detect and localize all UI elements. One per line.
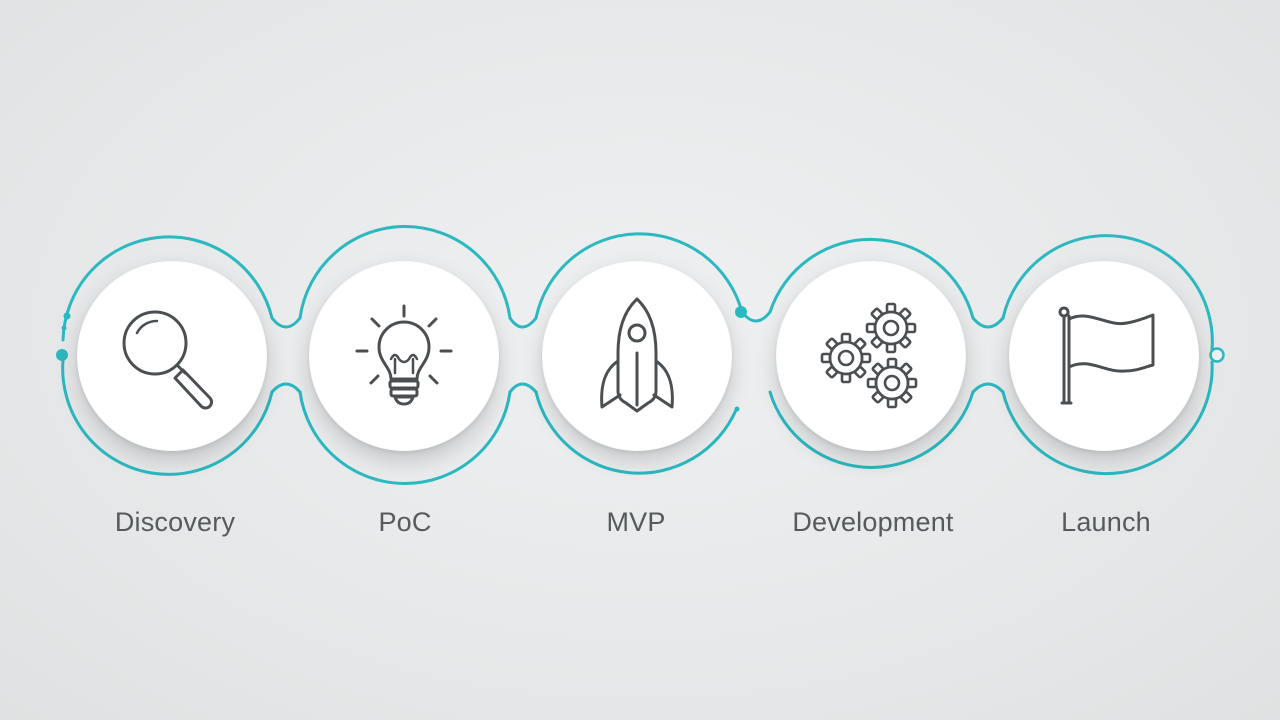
lightbulb-icon bbox=[355, 304, 453, 406]
accent-dot bbox=[61, 325, 67, 331]
step-label-discovery: Discovery bbox=[114, 507, 236, 537]
gears-icon bbox=[820, 302, 918, 409]
accent-dot bbox=[63, 312, 71, 320]
step-mvp bbox=[542, 261, 732, 451]
end-dot bbox=[1209, 347, 1225, 363]
magnifier-icon bbox=[122, 310, 213, 410]
step-poc bbox=[309, 261, 499, 451]
step-launch bbox=[1009, 261, 1199, 451]
step-label-development: Development bbox=[792, 507, 954, 537]
step-discovery bbox=[77, 261, 267, 451]
step-label-mvp: MVP bbox=[606, 507, 666, 537]
accent-dot bbox=[734, 406, 740, 412]
step-development bbox=[776, 261, 966, 451]
start-dot bbox=[56, 349, 68, 361]
step-label-launch: Launch bbox=[1061, 507, 1151, 537]
rocket-icon bbox=[600, 297, 674, 413]
flag-icon bbox=[1058, 306, 1155, 405]
junction-dot bbox=[735, 306, 747, 318]
step-label-poc: PoC bbox=[378, 507, 432, 537]
